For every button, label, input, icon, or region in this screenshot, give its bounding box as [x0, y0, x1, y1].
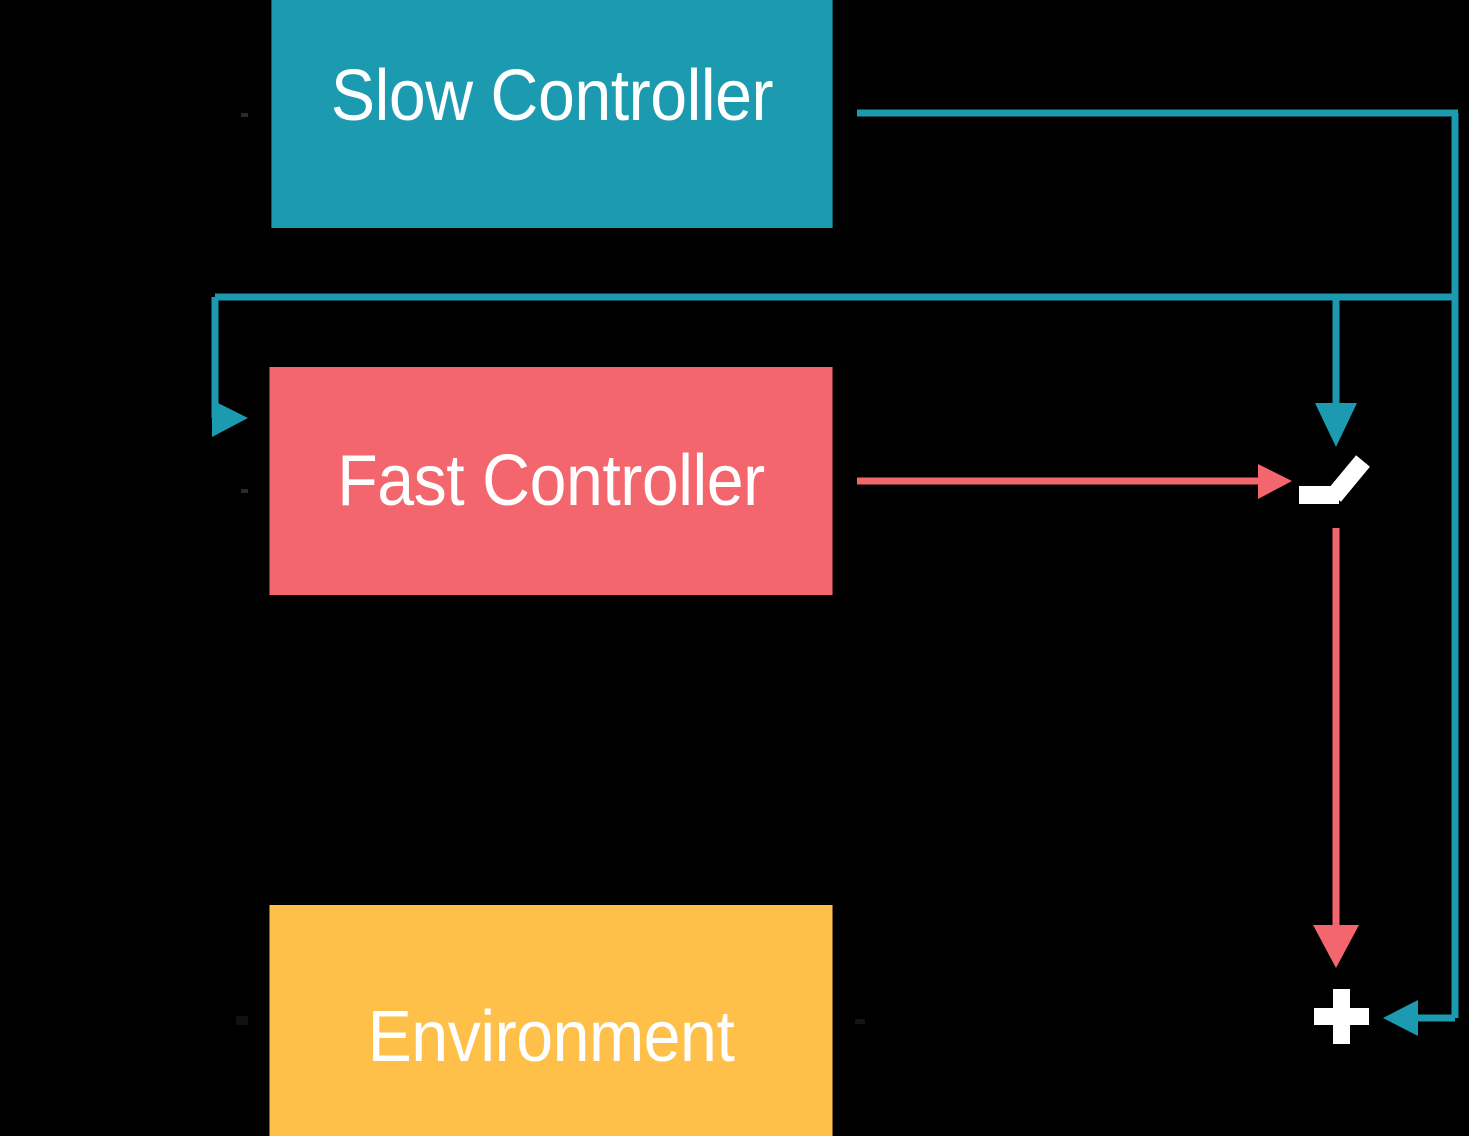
edge-stub-slow-left [241, 113, 248, 117]
node-environment-label: Environment [367, 997, 735, 1077]
arrowhead-into-sum-from-switch [1313, 925, 1359, 968]
edge-stub-env-right [855, 1019, 865, 1024]
arrowhead-into-switch-from-fast [1258, 464, 1292, 499]
node-slow-controller[interactable]: Slow Controller [271, 0, 833, 228]
arrowhead-into-sum-from-rail [1383, 1000, 1418, 1036]
edge-stub-env-left [236, 1016, 248, 1025]
sum-junction [1314, 989, 1369, 1044]
switch-symbol [1299, 455, 1370, 504]
node-environment[interactable]: Environment [269, 905, 833, 1136]
arrowhead-into-fast-controller [212, 400, 248, 437]
node-slow-controller-label: Slow Controller [330, 56, 774, 136]
edge-stub-fast-left [241, 489, 248, 493]
node-fast-controller-label: Fast Controller [337, 441, 765, 521]
arrowhead-into-switch [1315, 403, 1357, 447]
node-fast-controller[interactable]: Fast Controller [269, 367, 833, 595]
